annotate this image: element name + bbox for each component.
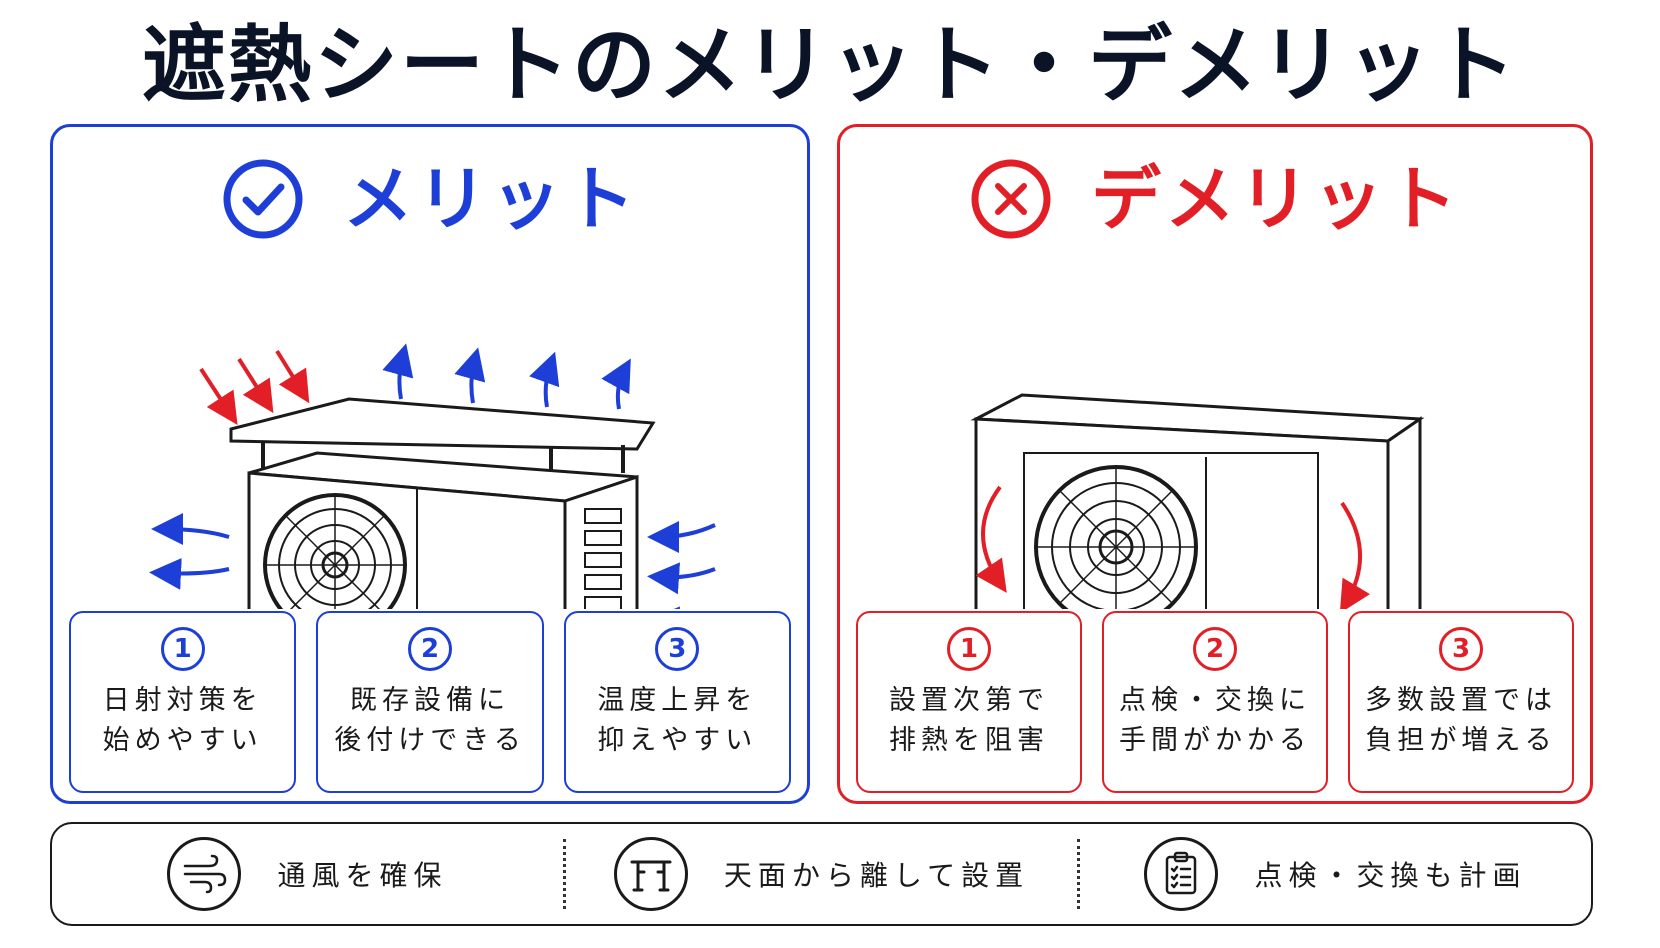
demerit-point-card: 3 多数設置では 負担が増える xyxy=(1348,611,1574,793)
merit-illustration xyxy=(53,247,807,687)
merit-point-text: 既存設備に 後付けできる xyxy=(334,685,526,756)
tip-label: 天面から離して設置 xyxy=(723,859,1030,892)
merit-point-card: 2 既存設備に 後付けできる xyxy=(316,611,544,793)
merit-points: 1 日射対策を 始めやすい 2 既存設備に 後付けできる 3 温度上昇を 抑えや… xyxy=(69,611,791,793)
merit-point-card: 1 日射対策を 始めやすい xyxy=(69,611,297,793)
airflow-in-arrow xyxy=(647,562,716,595)
demerit-illustration xyxy=(840,247,1590,677)
page-title: 遮熱シートのメリット・デメリット xyxy=(141,16,1518,114)
ac-unit-front xyxy=(974,417,1390,661)
demerit-point-text: 多数設置では 負担が増える xyxy=(1365,685,1557,756)
heat-up-arrow xyxy=(601,358,631,410)
divider xyxy=(1077,839,1080,909)
recirculation-arrow xyxy=(975,485,1007,593)
stand-icon xyxy=(613,837,688,911)
merit-point-text: 温度上昇を 抑えやすい xyxy=(597,685,758,756)
number-badge: 2 xyxy=(1193,627,1237,671)
airflow-icon xyxy=(167,837,242,911)
demerit-point-text: 点検・交換に 手間がかかる xyxy=(1119,685,1311,756)
demerit-points: 1 設置次第で 排熱を阻害 2 点検・交換に 手間がかかる 3 多数設置では 負… xyxy=(856,611,1574,793)
demerit-point-card: 2 点検・交換に 手間がかかる xyxy=(1102,611,1328,793)
airflow-in-arrow xyxy=(647,520,716,553)
number-badge: 2 xyxy=(407,627,452,671)
demerit-label: デメリット xyxy=(1091,158,1461,240)
heat-up-arrow xyxy=(382,343,414,400)
number-badge: 1 xyxy=(947,627,991,671)
merit-label: メリット xyxy=(343,158,639,240)
demerit-header: デメリット xyxy=(840,151,1590,247)
tip-label: 点検・交換も計画 xyxy=(1254,859,1527,892)
check-circle-icon xyxy=(221,157,305,241)
merit-header: メリット xyxy=(53,151,807,247)
airflow-out-arrow xyxy=(149,557,230,590)
recirculation-arrow xyxy=(1339,501,1371,614)
shade-sheet xyxy=(229,397,656,451)
merit-point-card: 3 温度上昇を 抑えやすい xyxy=(563,611,791,793)
x-circle-icon xyxy=(969,157,1053,241)
merit-point-text: 日射対策を 始めやすい xyxy=(102,685,263,756)
ac-unit-side xyxy=(1386,416,1422,662)
heat-up-arrow xyxy=(529,351,560,408)
number-badge: 1 xyxy=(160,627,205,671)
merit-panel: メリット xyxy=(50,124,810,804)
demerit-point-text: 設置次第で 排熱を阻害 xyxy=(889,685,1049,756)
tip-item: 点検・交換も計画 xyxy=(1080,824,1591,924)
number-badge: 3 xyxy=(655,627,700,671)
sun-arrow xyxy=(199,367,238,426)
divider xyxy=(563,839,566,909)
airflow-out-arrow xyxy=(151,513,230,546)
tip-label: 通風を確保 xyxy=(277,859,448,892)
sun-arrow xyxy=(275,349,310,404)
tip-item: 通風を確保 xyxy=(52,824,563,924)
heat-up-arrow xyxy=(454,347,486,404)
demerit-point-card: 1 設置次第で 排熱を阻害 xyxy=(856,611,1082,793)
tip-item: 天面から離して設置 xyxy=(566,824,1077,924)
tips-bar: 通風を確保 天面から離して設置 xyxy=(50,822,1593,926)
clipboard-icon xyxy=(1144,837,1219,911)
demerit-panel: デメリット xyxy=(837,124,1593,804)
sun-arrow xyxy=(237,357,274,414)
number-badge: 3 xyxy=(1439,627,1483,671)
